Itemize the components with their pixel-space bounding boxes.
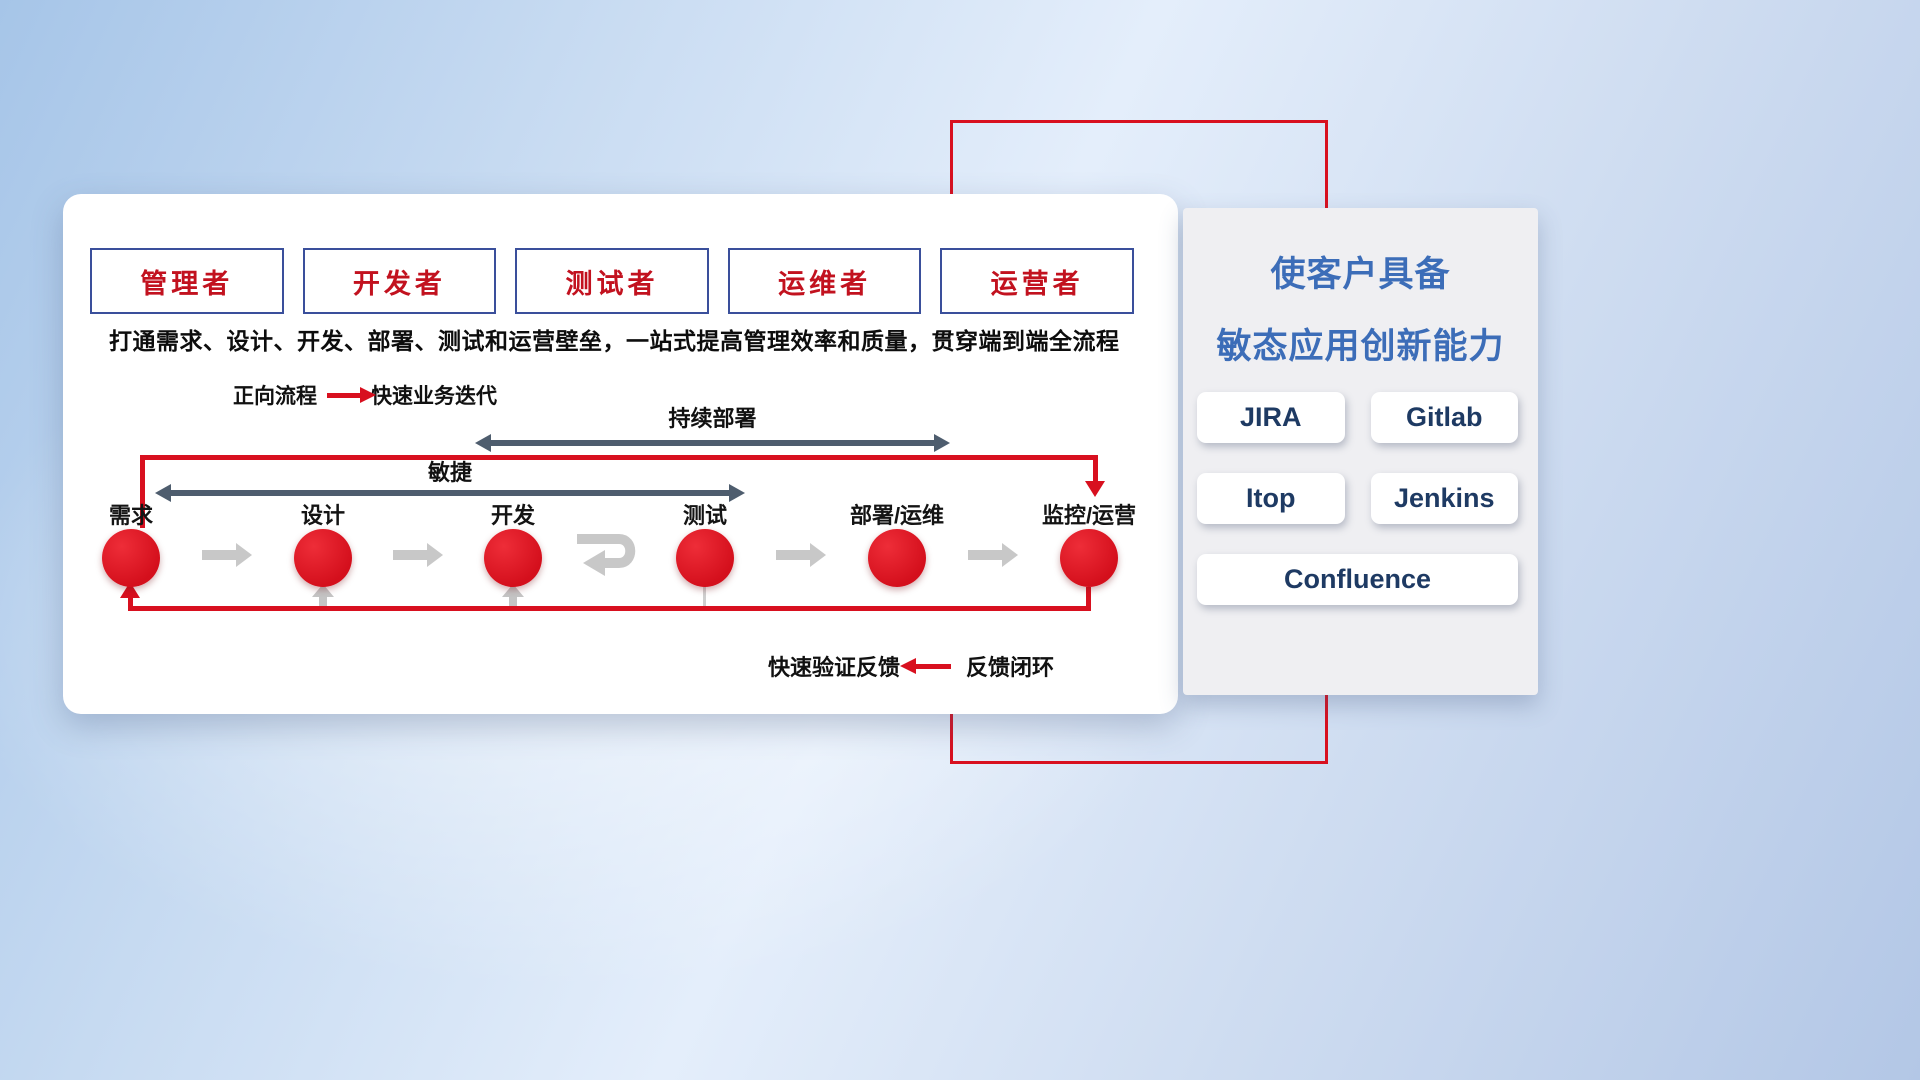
tool-jira: JIRA	[1197, 392, 1345, 443]
red-loop-left-riser	[140, 455, 145, 528]
tool-gitlab: Gitlab	[1370, 392, 1518, 443]
feedback-stem-development	[509, 595, 517, 606]
node-circle-icon	[1060, 529, 1118, 587]
tools-grid: JIRA Gitlab Itop Jenkins Confluence	[1197, 392, 1518, 605]
role-manager: 管理者	[90, 248, 284, 314]
tool-jenkins: Jenkins	[1370, 473, 1518, 524]
roles-row: 管理者 开发者 测试者 运维者 运营者	[90, 248, 1134, 314]
node-design: 设计	[263, 504, 383, 587]
node-circle-icon	[676, 529, 734, 587]
feedback-up-arrow-development-icon	[502, 584, 524, 597]
agile-label: 敏捷	[427, 460, 472, 485]
node-deploy-ops: 部署/运维	[837, 504, 957, 587]
feedback-up-arrow-design-icon	[312, 584, 334, 597]
agile-arrow	[155, 484, 745, 502]
node-circle-icon	[294, 529, 352, 587]
panel-title-line2: 敏态应用创新能力	[1216, 327, 1505, 366]
legend-feedback-text: 快速验证反馈	[768, 655, 901, 680]
flow-arrow-icon	[202, 543, 252, 567]
red-feedback-left-riser	[128, 597, 133, 606]
feedback-arrow-icon	[900, 657, 952, 674]
flow-arrow-icon	[968, 543, 1018, 567]
flow-arrow-icon	[393, 543, 443, 567]
role-developer: 开发者	[302, 248, 497, 314]
red-loop-top-line	[140, 455, 1098, 460]
capability-panel: 使客户具备 敏态应用创新能力 JIRA Gitlab Itop Jenkins …	[1183, 208, 1538, 695]
forward-arrow-icon	[327, 386, 376, 403]
legend-feedback-label: 反馈闭环	[966, 655, 1055, 680]
node-monitor-operations: 监控/运营	[1029, 504, 1149, 587]
role-ops: 运维者	[727, 248, 922, 314]
role-tester: 测试者	[515, 248, 709, 314]
node-label: 需求	[108, 503, 153, 528]
node-development: 开发	[453, 504, 573, 587]
node-circle-icon	[868, 529, 926, 587]
node-label: 测试	[682, 503, 727, 528]
red-feedback-bottom-line	[128, 606, 1091, 611]
tool-confluence: Confluence	[1197, 554, 1518, 605]
iteration-loop-arrow-icon	[573, 526, 645, 583]
panel-title-line1: 使客户具备	[1270, 255, 1451, 294]
node-label: 开发	[490, 503, 535, 528]
flow-arrow-icon	[776, 543, 826, 567]
node-circle-icon	[484, 529, 542, 587]
continuous-deploy-label: 持续部署	[668, 406, 757, 431]
node-requirements: 需求	[71, 504, 191, 587]
node-label: 设计	[300, 503, 345, 528]
feedback-stem-design	[319, 595, 327, 606]
feedback-connector-test	[703, 586, 706, 606]
legend-forward: 正向流程 快速业务迭代	[233, 380, 497, 410]
red-loop-right-drop	[1093, 455, 1098, 481]
role-operator: 运营者	[940, 248, 1134, 314]
red-feedback-right-drop	[1086, 587, 1091, 606]
tool-itop: Itop	[1197, 473, 1345, 524]
legend-feedback: 快速验证反馈 反馈闭环	[768, 650, 1054, 682]
workflow-description: 打通需求、设计、开发、部署、测试和运营壁垒，一站式提高管理效率和质量，贯穿端到端…	[109, 328, 1120, 354]
legend-forward-label: 正向流程	[233, 385, 317, 408]
continuous-deploy-arrow	[475, 434, 950, 452]
node-circle-icon	[102, 529, 160, 587]
legend-forward-text: 快速业务迭代	[371, 385, 497, 408]
node-testing: 测试	[645, 504, 765, 587]
red-loop-down-arrowhead-icon	[1085, 481, 1105, 497]
workflow-card: 管理者 开发者 测试者 运维者 运营者 打通需求、设计、开发、部署、测试和运营壁…	[63, 194, 1178, 714]
node-label: 部署/运维	[849, 503, 945, 528]
node-label: 监控/运营	[1041, 503, 1137, 528]
